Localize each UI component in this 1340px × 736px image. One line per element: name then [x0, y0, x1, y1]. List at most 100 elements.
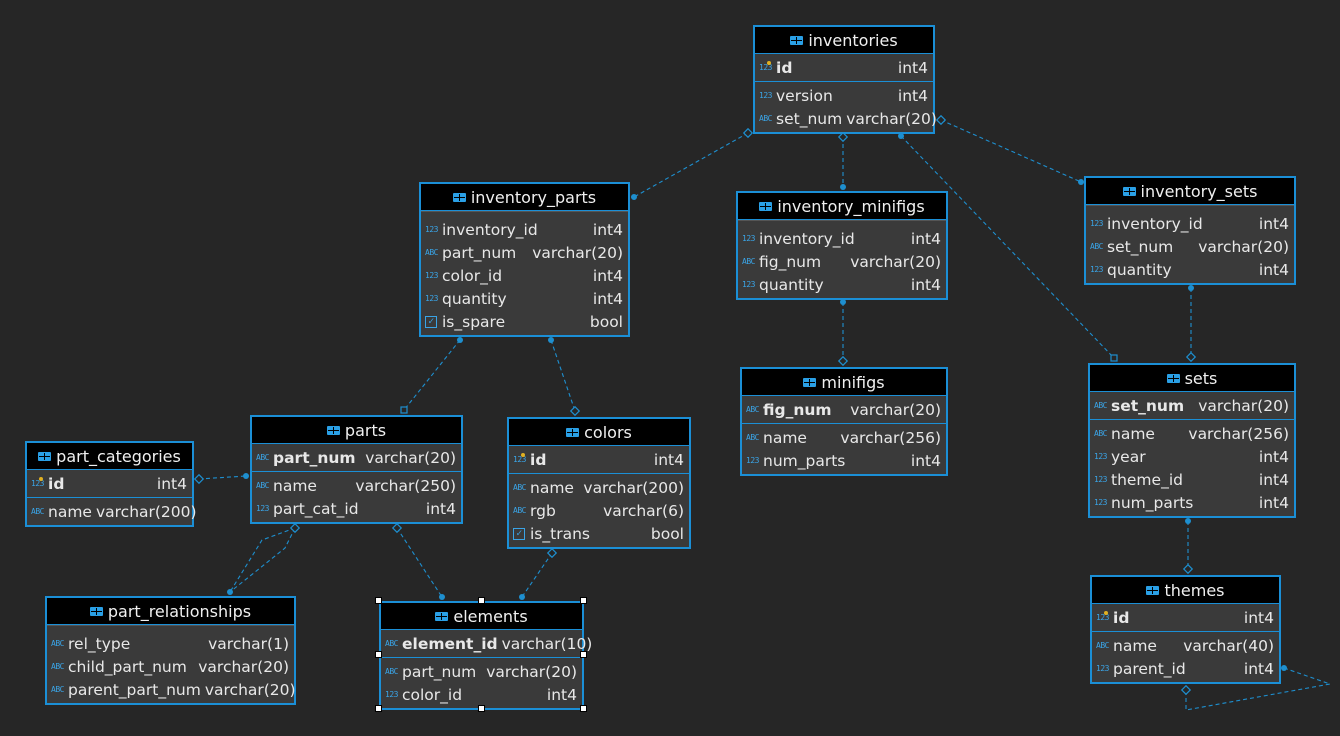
- resize-handle-nw[interactable]: [375, 597, 382, 604]
- entity-header[interactable]: colors: [509, 419, 689, 446]
- link-part-categories-parts: [198, 475, 247, 480]
- entity-header[interactable]: inventory_minifigs: [738, 193, 946, 220]
- column-type: varchar(20): [486, 662, 577, 681]
- column-name: num_parts: [1111, 493, 1194, 512]
- column-name: quantity: [759, 275, 824, 294]
- entity-header[interactable]: part_categories: [27, 443, 192, 470]
- column-type: int4: [910, 275, 941, 294]
- entity-header[interactable]: sets: [1090, 365, 1294, 392]
- resize-handle-se[interactable]: [580, 705, 587, 712]
- link-end-dot: [457, 337, 463, 343]
- column-name: set_num: [776, 109, 843, 128]
- link-end-square: [1110, 354, 1118, 362]
- resize-handle-e[interactable]: [580, 651, 587, 658]
- link-parts-elements: [396, 527, 443, 598]
- column-type: int4: [1258, 493, 1289, 512]
- link-end-dot: [548, 337, 554, 343]
- number-type-icon: 123: [1094, 475, 1107, 484]
- column-type: varchar(20): [532, 243, 623, 262]
- text-type-icon: ABC: [31, 507, 44, 516]
- text-type-icon: ABC: [385, 667, 398, 676]
- link-end-diamond: [193, 473, 205, 485]
- link-end-dot: [898, 133, 904, 139]
- key-icon: 123: [513, 453, 530, 464]
- key-icon: 123: [31, 477, 48, 488]
- resize-handle-n[interactable]: [478, 597, 485, 604]
- resize-handle-s[interactable]: [478, 705, 485, 712]
- entity-header[interactable]: elements: [381, 603, 582, 630]
- resize-handle-ne[interactable]: [580, 597, 587, 604]
- entity-header[interactable]: themes: [1092, 577, 1279, 604]
- resize-handle-w[interactable]: [375, 651, 382, 658]
- column-type: varchar(20): [850, 252, 941, 271]
- column-type: int4: [1258, 260, 1289, 279]
- entity-header[interactable]: inventories: [755, 27, 933, 54]
- entity-header[interactable]: parts: [252, 417, 461, 444]
- column-name: set_num: [1111, 396, 1185, 415]
- entity-header[interactable]: inventory_parts: [421, 184, 628, 211]
- column-name: fig_num: [763, 400, 832, 419]
- entity-header[interactable]: minifigs: [742, 369, 946, 396]
- entity-header[interactable]: inventory_sets: [1086, 178, 1294, 205]
- entity-header[interactable]: part_relationships: [47, 598, 294, 625]
- link-end-diamond: [837, 131, 849, 143]
- resize-handle-sw[interactable]: [375, 705, 382, 712]
- column-name: rgb: [530, 501, 556, 520]
- column-name: quantity: [442, 289, 507, 308]
